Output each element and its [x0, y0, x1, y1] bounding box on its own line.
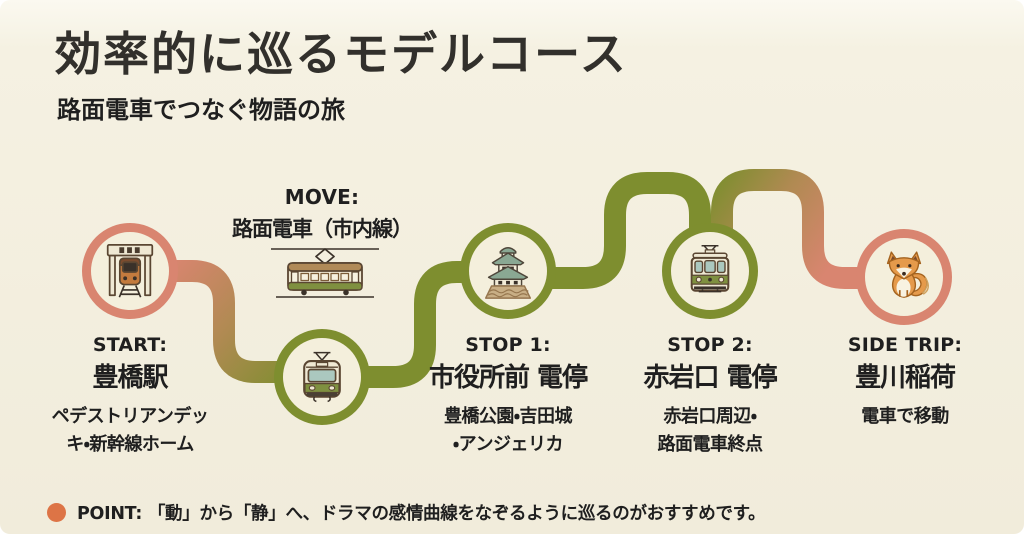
- node-description: ペデストリアンデッ キ・新幹線ホーム: [51, 406, 209, 456]
- route-segment-stop1-stop2: [508, 172, 711, 289]
- node-circle-stop2: [662, 223, 758, 319]
- node-tag: STOP 2:: [667, 334, 753, 356]
- node-description: 赤岩口周辺・ 路面電車終点: [657, 406, 764, 456]
- point-note: POINT: 「動」から「静」へ、ドラマの感情曲線をなぞるように巡るのがおすすめ…: [47, 500, 766, 525]
- bullet-icon: [47, 503, 66, 522]
- node-name: 豊川稲荷: [854, 363, 956, 393]
- node-description: 電車で移動: [861, 406, 949, 427]
- node-description: 豊橋公園・吉田城 ・アンジェリカ: [443, 406, 573, 456]
- page-subtitle: 路面電車でつなぐ物語の旅: [57, 96, 345, 124]
- tram-side-icon: [271, 248, 379, 298]
- tram-front-2-icon: [690, 244, 730, 293]
- train-station-icon: [106, 243, 154, 298]
- node-label-stop2: STOP 2: 赤岩口 電停 赤岩口周辺・ 路面電車終点: [600, 334, 820, 460]
- castle-icon: [484, 247, 532, 299]
- node-name: 路面電車（市内線）: [232, 217, 413, 241]
- node-label-side-trip: SIDE TRIP: 豊川稲荷 電車で移動: [795, 334, 1015, 431]
- fox-icon: [886, 251, 929, 298]
- node-tag: SIDE TRIP:: [847, 334, 963, 356]
- node-circle-start: [82, 223, 178, 319]
- node-name: 赤岩口 電停: [643, 363, 777, 393]
- node-label-start: START: 豊橋駅 ペデストリアンデッ キ・新幹線ホーム: [20, 334, 240, 460]
- node-tag: START:: [92, 334, 168, 356]
- node-circle-side-trip: [856, 229, 952, 325]
- node-tag: STOP 1:: [465, 334, 551, 356]
- node-circle-move: [274, 329, 370, 425]
- tram-front-icon: [303, 351, 341, 403]
- node-label-stop1: STOP 1: 市役所前 電停 豊橋公園・吉田城 ・アンジェリカ: [398, 334, 618, 460]
- node-name: 豊橋駅: [92, 363, 168, 393]
- tram-side-illustration: [268, 240, 382, 306]
- route-segment-move-stop1: [322, 261, 508, 388]
- node-label-move: MOVE: 路面電車（市内線）: [212, 185, 432, 243]
- page-title: 効率的に巡るモデルコース: [55, 27, 628, 81]
- route-segment-stop2-side: [711, 169, 904, 289]
- route-segment-start-move: [130, 260, 322, 383]
- point-text: POINT: 「動」から「静」へ、ドラマの感情曲線をなぞるように巡るのがおすすめ…: [77, 504, 766, 524]
- node-tag: MOVE:: [284, 185, 360, 209]
- node-name: 市役所前 電停: [428, 363, 588, 393]
- node-circle-stop1: [460, 223, 556, 319]
